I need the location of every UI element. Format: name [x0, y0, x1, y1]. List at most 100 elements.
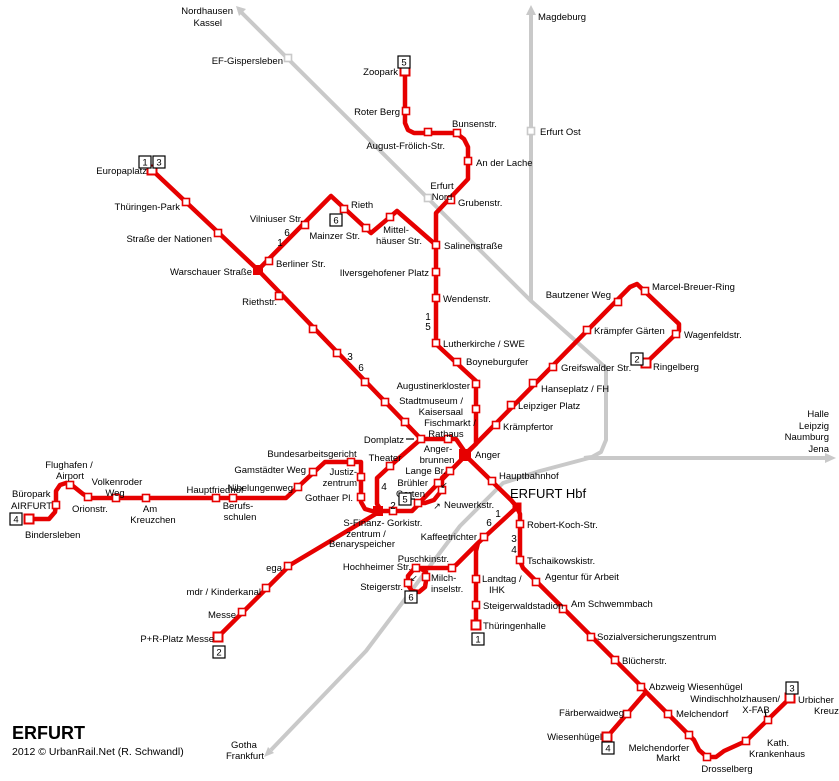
station-label: Melchendorfer [629, 743, 690, 754]
label-ticks [406, 438, 767, 718]
station-marker [636, 682, 646, 692]
station-marker [213, 228, 223, 238]
station-label: Leipzig [799, 421, 829, 432]
station-label: Bautzener Weg [546, 290, 611, 301]
station-label: Hauptbahnhof [499, 471, 559, 482]
line-number: 6 [284, 228, 290, 239]
direction-arrow-icon: ↙ [440, 480, 448, 490]
station-marker [421, 572, 431, 582]
rail-arrowhead-icon [236, 6, 246, 16]
line-number: 6 [486, 518, 492, 529]
station-label: Büropark [12, 489, 51, 500]
rail-station-marker [423, 193, 433, 203]
station-marker [531, 577, 541, 587]
station-label: Augustinerkloster [397, 381, 470, 392]
line-number: 4 [511, 545, 517, 556]
station-label: Milch- [431, 573, 456, 584]
station-marker [401, 106, 411, 116]
line-badge-number: 4 [13, 515, 18, 526]
station-label: Bunsenstr. [452, 119, 497, 130]
station-marker [452, 128, 462, 138]
line-badge-box [138, 155, 152, 169]
tram-line [419, 469, 451, 506]
station-marker [586, 632, 596, 642]
station-label: Volkenroder [92, 477, 143, 488]
station-marker [339, 204, 349, 214]
station-label: Jena [808, 444, 829, 455]
station-label: brunnen [420, 455, 455, 466]
station-marker [463, 156, 473, 166]
station-marker [356, 492, 366, 502]
station-marker [671, 329, 681, 339]
line-badge-box [152, 155, 166, 169]
station-marker [528, 378, 538, 388]
station-marker [228, 493, 238, 503]
station-marker [211, 493, 221, 503]
station-marker [471, 574, 481, 584]
station-marker [663, 709, 673, 719]
station-marker [548, 362, 558, 372]
line-badge-box [329, 213, 343, 227]
station-marker [763, 715, 773, 725]
station-label: Messe [208, 610, 236, 621]
station-marker [237, 607, 247, 617]
station-label: Brühler [397, 478, 428, 489]
station-marker [582, 325, 592, 335]
station-label: Gotha [231, 740, 258, 751]
station-label: Tschaikowskistr. [527, 556, 595, 567]
station-label: Gorkistr. [387, 518, 422, 529]
terminus-marker [601, 731, 613, 743]
station-label: zentrum [323, 478, 357, 489]
terminus-marker [23, 513, 35, 525]
station-marker [361, 223, 371, 233]
station-label: Roter Berg [354, 107, 400, 118]
junction-marker [459, 449, 471, 461]
station-label: Puschkinstr. [398, 554, 449, 565]
station-marker [471, 379, 481, 389]
station-label: Thüringen-Park [115, 202, 181, 213]
station-marker [447, 563, 457, 573]
station-marker [400, 417, 410, 427]
station-label: Neuwerkstr. [444, 500, 494, 511]
line-badge-box [212, 645, 226, 659]
line-number: 2 [390, 501, 396, 512]
station-label: Krämpfer Gärten [594, 326, 665, 337]
station-marker [437, 485, 447, 495]
station-label: zentrum / [346, 529, 386, 540]
station-label: IHK [489, 585, 506, 596]
station-label: Krankenhaus [749, 749, 805, 760]
line-badge-number: 1 [142, 158, 147, 169]
station-label: Mittel- [383, 225, 409, 236]
station-marker [111, 493, 121, 503]
station-label: Zoopark [363, 67, 398, 78]
station-label: Leipziger Platz [518, 401, 581, 412]
station-marker [346, 457, 356, 467]
line-number: 1 [425, 312, 431, 323]
station-label: Am Schwemmbach [571, 599, 653, 610]
station-marker [431, 267, 441, 277]
station-label: Weg [105, 488, 124, 499]
station-label: Flughafen / [45, 460, 93, 471]
line-badge-number: 1 [475, 635, 480, 646]
station-label: inselstr. [431, 584, 463, 595]
station-marker [332, 348, 342, 358]
station-marker [385, 212, 395, 222]
junction-marker [512, 502, 522, 512]
station-label: Kreuz [814, 706, 839, 717]
station-label: Wagenfeldstr. [684, 330, 742, 341]
station-label: Nord [432, 192, 453, 203]
station-label: Straße der Nationen [126, 234, 212, 245]
line-badge-box [397, 55, 411, 69]
station-label: EF-Gispersleben [212, 56, 283, 67]
station-label: Abzweig Wiesenhügel [649, 682, 742, 693]
station-label: Halle [807, 409, 829, 420]
station-marker [506, 400, 516, 410]
line-badge-number: 5 [401, 58, 406, 69]
station-marker [356, 472, 366, 482]
station-marker [431, 338, 441, 348]
station-label: mdr / Kinderkanal [187, 587, 261, 598]
station-marker [83, 492, 93, 502]
